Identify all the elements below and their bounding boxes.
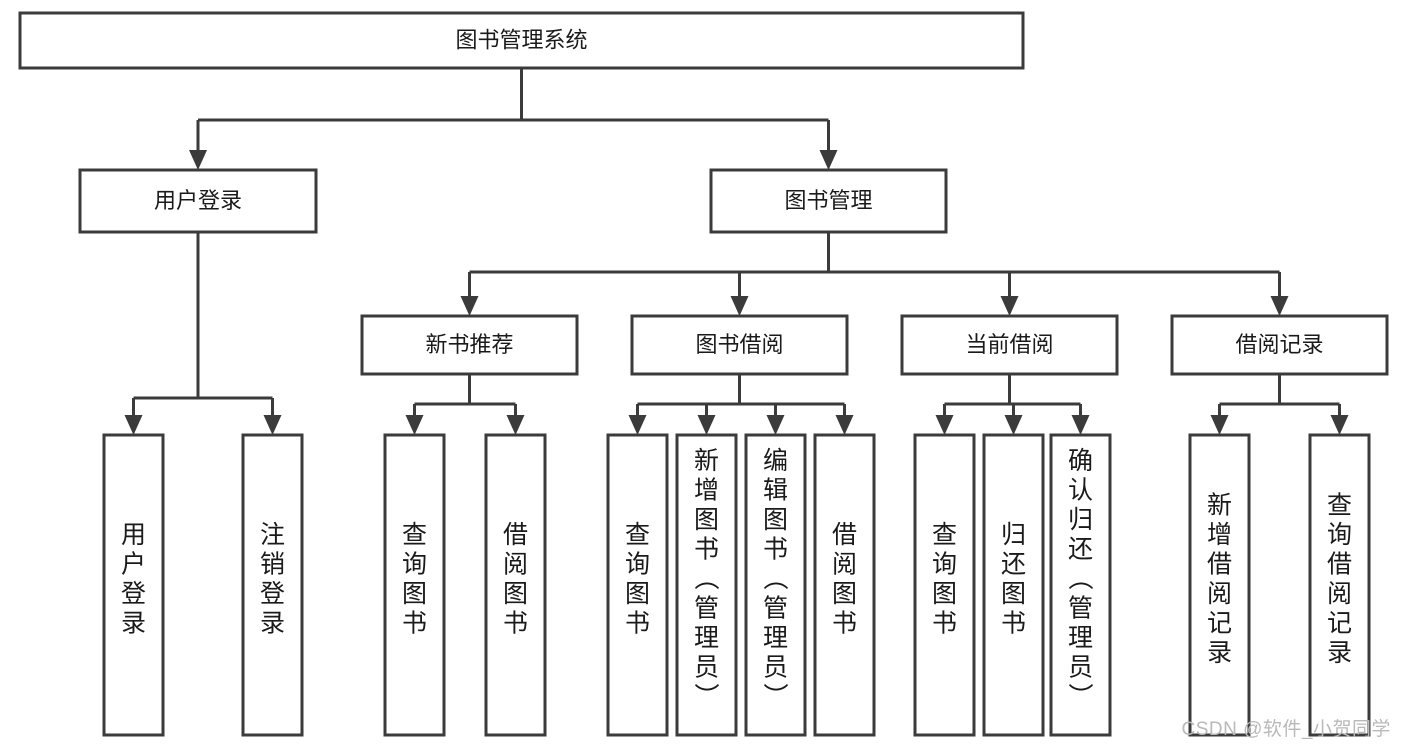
node-box[interactable] (675, 433, 738, 737)
node-box[interactable] (102, 433, 165, 737)
node-leaf-9[interactable]: 归还图书 (982, 433, 1045, 737)
node-label: 新增图书（管理员） (694, 447, 720, 711)
node-label: 图书管理 (784, 188, 872, 213)
arrow-head-icon (697, 415, 716, 435)
edge-group-l1-1 (460, 232, 1289, 316)
edge-group-l2-0 (405, 374, 525, 435)
node-leaf-10[interactable]: 确认归还（管理员） (1049, 433, 1112, 737)
node-box[interactable] (744, 433, 807, 737)
arrow-head-icon (124, 415, 143, 435)
arrow-head-icon (819, 150, 838, 170)
node-leaf-7[interactable]: 借阅图书 (813, 433, 876, 737)
arrow-head-icon (935, 415, 954, 435)
arrow-head-icon (628, 415, 647, 435)
node-label: 用户登录 (154, 188, 242, 213)
arrow-head-icon (263, 415, 282, 435)
node-box[interactable] (913, 433, 976, 737)
arrow-head-icon (766, 415, 785, 435)
arrow-head-icon (1000, 296, 1019, 316)
arrow-head-icon (1270, 296, 1289, 316)
node-box[interactable] (383, 433, 446, 737)
node-leaf-6[interactable]: 编辑图书（管理员） (744, 433, 807, 737)
node-box[interactable] (982, 433, 1045, 737)
node-label: 查询图书 (402, 521, 427, 638)
edge-group-l2-1 (628, 374, 854, 435)
node-label: 注销登录 (260, 521, 285, 638)
node-box[interactable] (18, 11, 1025, 70)
node-l2-0[interactable]: 新书推荐 (360, 314, 579, 376)
arrow-head-icon (506, 415, 525, 435)
node-label: 查询图书 (625, 521, 650, 638)
node-label: 当前借阅 (965, 332, 1053, 357)
node-label: 图书借阅 (695, 332, 783, 357)
edge-group-l1-0 (124, 232, 282, 435)
arrow-head-icon (730, 296, 749, 316)
arrow-head-icon (189, 150, 207, 170)
node-leaf-1[interactable]: 注销登录 (241, 433, 304, 737)
node-box[interactable] (630, 314, 849, 376)
node-label: 借阅记录 (1235, 332, 1323, 357)
node-leaf-12[interactable]: 查询借阅记录 (1308, 433, 1371, 737)
node-leaf-0[interactable]: 用户登录 (102, 433, 165, 737)
edge-group-root (189, 68, 838, 170)
node-leaf-11[interactable]: 新增借阅记录 (1188, 433, 1251, 737)
node-box[interactable] (606, 433, 669, 737)
node-label: 编辑图书（管理员） (763, 447, 789, 711)
node-label: 用户登录 (121, 521, 146, 638)
node-root[interactable]: 图书管理系统 (18, 11, 1025, 70)
edge-group-l2-2 (935, 374, 1090, 435)
node-box[interactable] (1308, 433, 1371, 737)
node-box[interactable] (813, 433, 876, 737)
arrow-head-icon (460, 296, 479, 316)
node-label: 归还图书 (1001, 521, 1026, 638)
arrow-head-icon (1004, 415, 1023, 435)
node-l2-3[interactable]: 借阅记录 (1170, 314, 1389, 376)
node-box[interactable] (1188, 433, 1251, 737)
node-label: 借阅图书 (503, 521, 528, 638)
node-l2-1[interactable]: 图书借阅 (630, 314, 849, 376)
node-leaf-5[interactable]: 新增图书（管理员） (675, 433, 738, 737)
node-label: 新增借阅记录 (1207, 491, 1232, 667)
edges-layer (124, 68, 1349, 435)
arrow-head-icon (1071, 415, 1090, 435)
node-label: 查询图书 (932, 521, 957, 638)
node-l2-2[interactable]: 当前借阅 (900, 314, 1119, 376)
node-box[interactable] (241, 433, 304, 737)
node-leaf-2[interactable]: 查询图书 (383, 433, 446, 737)
node-box[interactable] (900, 314, 1119, 376)
node-box[interactable] (1049, 433, 1112, 737)
node-leaf-3[interactable]: 借阅图书 (484, 433, 547, 737)
arrow-head-icon (835, 415, 854, 435)
arrow-head-icon (405, 415, 424, 435)
node-label: 借阅图书 (832, 521, 857, 638)
node-leaf-4[interactable]: 查询图书 (606, 433, 669, 737)
node-label: 确认归还（管理员） (1068, 447, 1094, 711)
nodes-layer: 图书管理系统用户登录图书管理新书推荐图书借阅当前借阅借阅记录用户登录注销登录查询… (18, 11, 1389, 737)
arrow-head-icon (1210, 415, 1229, 435)
arrow-head-icon (1330, 415, 1349, 435)
node-box[interactable] (1170, 314, 1389, 376)
node-l1-1[interactable]: 图书管理 (709, 168, 948, 234)
node-box[interactable] (360, 314, 579, 376)
node-leaf-8[interactable]: 查询图书 (913, 433, 976, 737)
node-label: 图书管理系统 (455, 27, 587, 52)
node-box[interactable] (484, 433, 547, 737)
node-l1-0[interactable]: 用户登录 (78, 168, 318, 234)
edge-group-l2-3 (1210, 374, 1349, 435)
node-label: 新书推荐 (425, 332, 513, 357)
node-box[interactable] (78, 168, 318, 234)
node-label: 查询借阅记录 (1327, 491, 1352, 667)
node-box[interactable] (709, 168, 948, 234)
